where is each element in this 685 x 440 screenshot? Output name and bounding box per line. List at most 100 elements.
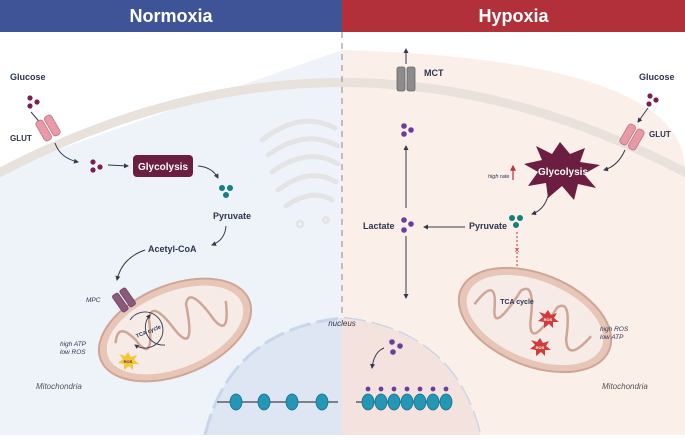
histone-lactylation-mark [404, 386, 410, 392]
mitochondrion-hypoxia [457, 266, 613, 374]
lactate-molecule-dot [401, 217, 407, 223]
nucleosome-icon [374, 393, 388, 411]
mitochondrion-normoxia [97, 277, 253, 383]
histone-lactylation-mark [378, 386, 384, 392]
glucose-molecule-dot [647, 93, 653, 99]
lactate-molecule-dot [408, 127, 414, 133]
glut-label-normoxia: GLUT [10, 134, 32, 143]
glucose-label-normoxia: Glucose [10, 72, 46, 82]
nucleosome-group [361, 386, 453, 411]
pyruvate-molecule-dot [509, 215, 515, 221]
histone-lactylation-mark [391, 386, 397, 392]
hypoxia-title: Hypoxia [478, 5, 549, 26]
nucleosome-icon [229, 393, 243, 411]
normoxia-header: Normoxia [0, 0, 342, 32]
mpc-transporter-icon [112, 287, 136, 313]
nucleosome-icon [426, 393, 440, 411]
normoxia-cytoplasm [0, 50, 342, 435]
lactate-molecule-dot [401, 131, 407, 137]
glucose-molecule-dot [90, 167, 96, 173]
lactate-molecule-dot [401, 123, 407, 129]
nucleosome-icon [257, 393, 271, 411]
pyruvate-molecule-dot [219, 185, 225, 191]
lactate-molecule-dot [390, 349, 396, 355]
glycolysis-label-hypoxia: Glycolysis [538, 167, 588, 178]
golgi-icon [259, 118, 341, 229]
pyruvate-label-normoxia: Pyruvate [213, 211, 251, 221]
lactate-into-nucleus-arrow [370, 347, 385, 369]
hypoxia-header: Hypoxia [342, 0, 685, 32]
histone-lactylation-mark [365, 386, 371, 392]
glucose-molecule-cluster [27, 95, 40, 109]
pyruvate-molecule-dot [223, 192, 229, 198]
nucleosome-icon [285, 393, 299, 411]
glycolysis-box-normoxia [133, 155, 193, 177]
glut-label-hypoxia: GLUT [649, 130, 671, 139]
glucose-molecule-dot [90, 159, 96, 165]
high-rate-label: high rate [488, 174, 509, 180]
glut-transporter-icon-normoxia [35, 114, 61, 142]
cell-membrane [0, 78, 685, 178]
histone-lactylation-mark [417, 386, 423, 392]
lactate-molecule-dot [389, 339, 395, 345]
high-atp-label-normoxia: high ATP [60, 341, 87, 348]
mitochondria-label-normoxia: Mitochondria [36, 382, 82, 391]
mitochondria-label-hypoxia: Mitochondria [602, 382, 648, 391]
normoxia-title: Normoxia [129, 5, 213, 26]
pyruvate-molecule-dot [227, 185, 233, 191]
pyruvate-molecule-dot [517, 215, 523, 221]
mct-transporter-icon [396, 66, 416, 92]
nucleus-label: nucleus [328, 319, 356, 328]
ros-badge-hypoxia-1: ROS [544, 317, 553, 322]
glucose-to-glut-arrow-hypoxia [637, 107, 649, 123]
glut-to-glucose-arrow-normoxia [54, 142, 79, 164]
pyruvate-molecule-cluster [509, 215, 523, 228]
explosion-ros-icon-hypoxia-1: ROS [538, 310, 559, 328]
glucose-molecule-cluster [646, 93, 659, 107]
glycolysis-to-pyruvate-arrow-normoxia [197, 165, 219, 179]
lactate-molecule-cluster [401, 217, 414, 233]
glut-transporter-icon-hypoxia [619, 123, 645, 151]
glucose-to-glycolysis-arrow-normoxia [107, 163, 129, 169]
nucleosome-icon [361, 393, 375, 411]
low-atp-label-hypoxia: low ATP [600, 334, 624, 341]
pyruvate-to-acetylcoa-arrow [211, 225, 227, 246]
lactate-label: Lactate [363, 221, 395, 231]
nucleosome-icon [400, 393, 414, 411]
pyruvate-molecule-dot [513, 222, 519, 228]
nucleosome-group [229, 393, 329, 411]
glycolysis-label-normoxia: Glycolysis [138, 162, 188, 173]
glycolysis-to-pyruvate-arrow-hypoxia [531, 195, 549, 216]
glucose-molecule-dot [646, 101, 652, 107]
glucose-molecule-dot [27, 95, 33, 101]
nucleosome-icon [387, 393, 401, 411]
histone-lactylation-mark [430, 386, 436, 392]
ros-badge-hypoxia-2: ROS [536, 345, 545, 350]
lactate-molecule-dot [408, 221, 414, 227]
glucose-label-hypoxia: Glucose [639, 72, 675, 82]
low-ros-label-normoxia: low ROS [60, 349, 86, 356]
lactate-molecule-cluster [389, 339, 403, 355]
explosion-ros-icon-hypoxia-2: ROS [530, 338, 551, 356]
lactate-molecule-dot [397, 343, 403, 349]
histone-lactylation-mark [443, 386, 449, 392]
explosion-ros-icon-normoxia: ROS [118, 352, 139, 370]
pyruvate-label-hypoxia: Pyruvate [469, 221, 507, 231]
glucose-molecule-dot [653, 97, 659, 103]
mpc-label: MPC [86, 297, 101, 304]
pyruvate-molecule-cluster [219, 185, 233, 198]
glycolysis-burst-hypoxia [524, 142, 600, 200]
ros-badge-normoxia: ROS [124, 359, 133, 364]
lactate-molecule-cluster [401, 123, 414, 137]
glucose-molecule-cluster [90, 159, 103, 173]
acetylcoa-to-mito-arrow [115, 249, 146, 281]
nucleosome-icon [439, 393, 453, 411]
high-ros-label-hypoxia: high ROS [600, 326, 629, 333]
glucose-molecule-dot [34, 99, 40, 105]
glucose-molecule-dot [27, 103, 33, 109]
nucleosome-icon [413, 393, 427, 411]
mct-label: MCT [424, 68, 444, 78]
lactate-molecule-dot [401, 227, 407, 233]
